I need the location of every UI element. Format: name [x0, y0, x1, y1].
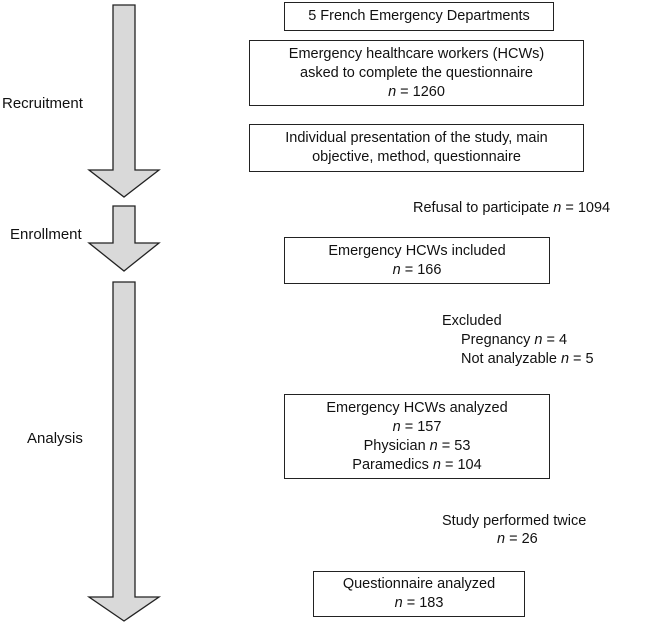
n-symbol: n — [394, 595, 403, 611]
excluded-pregnancy: Pregnancy n = 4 — [461, 331, 567, 350]
n-symbol: n — [534, 332, 543, 348]
pregnancy-value: = 4 — [542, 332, 568, 348]
refusal-label: Refusal to participate — [413, 200, 554, 216]
asked-count: n = 1260 — [388, 83, 445, 102]
stage-label-recruitment: Recruitment — [2, 95, 83, 112]
presentation-line-2: objective, method, questionnaire — [312, 149, 521, 165]
analyzed-line-1: Emergency HCWs analyzed — [326, 399, 508, 416]
departments-text: 5 French Emergency Departments — [308, 8, 530, 24]
asked-box: Emergency healthcare workers (HCWs) aske… — [249, 40, 584, 106]
questionnaire-box: Questionnaire analyzed n = 183 — [313, 571, 525, 617]
not-analyzable-value: = 5 — [569, 351, 594, 367]
analyzed-paramedics: Paramedics n = 104 — [352, 456, 481, 475]
physician-value: = 53 — [437, 437, 471, 454]
analyzed-box: Emergency HCWs analyzed n = 157 Physicia… — [284, 394, 550, 479]
questionnaire-count: n = 183 — [395, 594, 444, 613]
analyzed-physician: Physician n = 53 — [364, 437, 471, 456]
analysis-arrow — [86, 281, 162, 622]
departments-box: 5 French Emergency Departments — [284, 2, 554, 31]
enrollment-arrow — [87, 205, 161, 272]
paramedics-label: Paramedics — [352, 456, 433, 473]
pregnancy-label: Pregnancy — [461, 332, 535, 348]
twice-note-line-1: Study performed twice — [442, 513, 587, 529]
n-symbol: n — [432, 456, 441, 473]
presentation-line-1: Individual presentation of the study, ma… — [285, 130, 548, 146]
twice-value: = 26 — [505, 531, 538, 547]
n-symbol: n — [553, 200, 562, 216]
asked-count-value: = 1260 — [396, 83, 445, 100]
not-analyzable-label: Not analyzable — [461, 351, 561, 367]
refusal-note: Refusal to participate n = 1094 — [413, 199, 610, 218]
n-symbol: n — [560, 351, 570, 367]
twice-note-count: n = 26 — [497, 530, 538, 549]
asked-line-1: Emergency healthcare workers (HCWs) — [288, 45, 545, 62]
stage-label-enrollment: Enrollment — [10, 226, 82, 243]
included-box: Emergency HCWs included n = 166 — [284, 237, 550, 284]
analyzed-count: n = 157 — [393, 418, 442, 437]
questionnaire-count-value: = 183 — [402, 595, 444, 611]
included-count-value: = 166 — [400, 261, 442, 278]
paramedics-value: = 104 — [440, 456, 482, 473]
n-symbol: n — [392, 418, 401, 435]
n-symbol: n — [388, 83, 397, 100]
n-symbol: n — [429, 437, 438, 454]
included-line-1: Emergency HCWs included — [328, 242, 506, 259]
n-symbol: n — [392, 261, 401, 278]
questionnaire-line-1: Questionnaire analyzed — [342, 576, 496, 592]
recruitment-arrow — [87, 4, 161, 198]
analyzed-count-value: = 157 — [400, 418, 442, 435]
refusal-value: = 1094 — [561, 200, 611, 216]
n-symbol: n — [497, 531, 506, 547]
physician-label: Physician — [363, 437, 430, 454]
included-count: n = 166 — [393, 261, 442, 280]
presentation-box: Individual presentation of the study, ma… — [249, 124, 584, 172]
excluded-not-analyzable: Not analyzable n = 5 — [461, 350, 594, 369]
asked-line-2: asked to complete the questionnaire — [300, 64, 533, 81]
excluded-title: Excluded — [442, 313, 502, 329]
stage-label-analysis: Analysis — [27, 430, 83, 447]
